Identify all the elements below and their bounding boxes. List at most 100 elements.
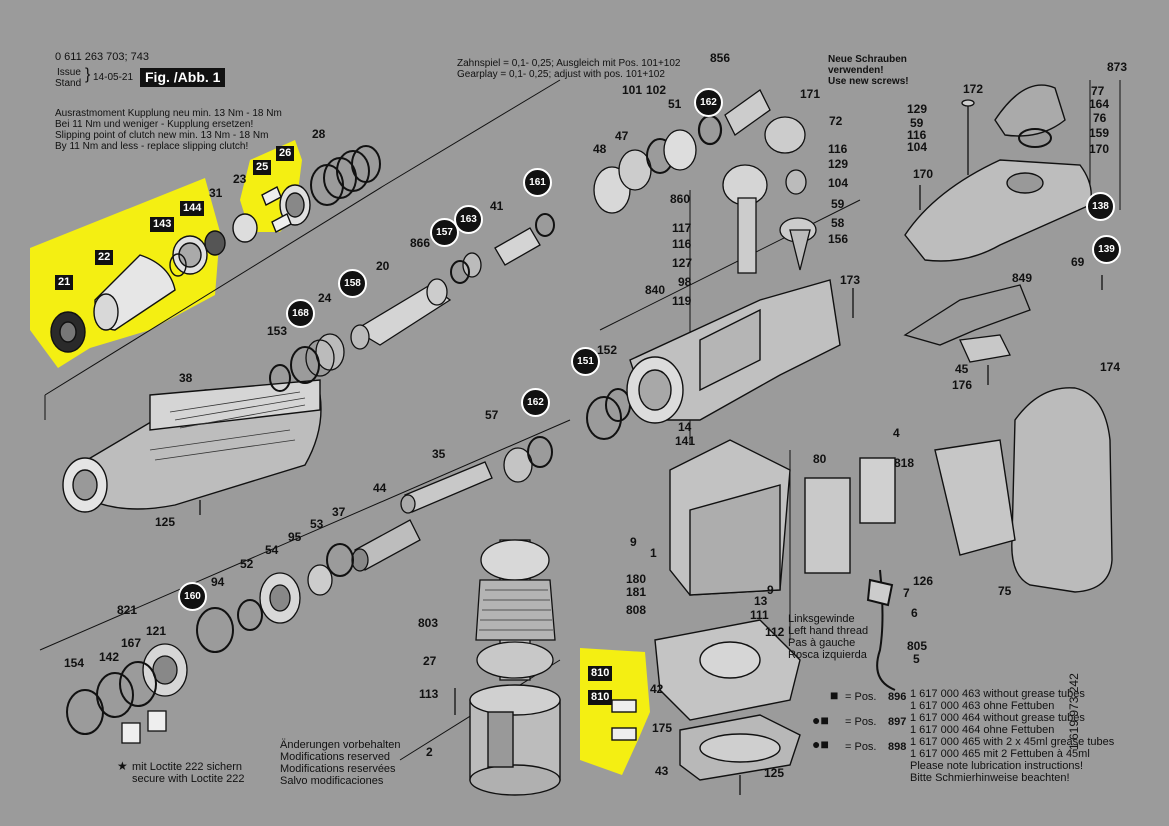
part-number: 849 <box>1012 271 1033 285</box>
part-callout-circle: 162 <box>521 388 550 417</box>
part-callout-square: 21 <box>55 275 74 290</box>
part-number: 119 <box>672 294 692 308</box>
clutch-note-line: By 11 Nm and less - replace slipping clu… <box>55 141 249 152</box>
part-number: 24 <box>318 291 332 305</box>
part-number: 104 <box>907 140 928 154</box>
new-screws-note: Neue Schrauben <box>828 54 907 65</box>
part-number: 156 <box>828 232 849 246</box>
part-number: 5 <box>913 652 920 666</box>
part-number: 37 <box>332 505 346 519</box>
part-number: 27 <box>423 654 437 668</box>
part-number: 23 <box>233 172 247 186</box>
part-number: 818 <box>894 456 915 470</box>
stand-label: Stand <box>55 78 82 89</box>
part-number: 840 <box>645 283 666 297</box>
part-number: 125 <box>764 766 785 780</box>
part-number: 856 <box>710 51 731 65</box>
legend-pos: 896 <box>888 691 907 703</box>
part-number: 20 <box>376 259 390 273</box>
part-number: 808 <box>626 603 647 617</box>
part-number: 102 <box>646 83 667 97</box>
issue-label: Issue <box>57 67 81 78</box>
new-screws-note: verwenden! <box>828 65 884 76</box>
part-number: 175 <box>652 721 673 735</box>
part-number: 31 <box>209 186 223 200</box>
part-number: 43 <box>655 764 669 778</box>
part-number: 52 <box>240 557 254 571</box>
part-number: 129 <box>907 102 928 116</box>
legend-pos-label: = Pos. <box>845 716 877 728</box>
thread-note: Pas à gauche <box>788 637 856 649</box>
part-number: 1 <box>650 546 657 560</box>
part-number: 9 <box>767 583 774 597</box>
part-number: 104 <box>828 176 849 190</box>
part-number: 44 <box>373 481 387 495</box>
part-number: 129 <box>828 157 849 171</box>
part-number: 59 <box>910 116 924 130</box>
part-number: 6 <box>911 606 918 620</box>
part-number: 59 <box>831 197 845 211</box>
part-number: 35 <box>432 447 446 461</box>
part-number: 14 <box>678 420 692 434</box>
part-number: 47 <box>615 129 629 143</box>
part-number: 164 <box>1089 97 1110 111</box>
part-number: 57 <box>485 408 499 422</box>
part-number: 153 <box>267 324 288 338</box>
legend-pos-label: = Pos. <box>845 741 877 753</box>
part-number: 9 <box>630 535 637 549</box>
part-number: 171 <box>800 87 821 101</box>
issue-date: 14-05-21 <box>93 72 134 83</box>
part-number: 173 <box>840 273 861 287</box>
part-number: 159 <box>1089 126 1110 140</box>
legend-line: Please note lubrication instructions! <box>910 760 1084 772</box>
part-number: 112 <box>765 625 785 639</box>
legend-pos-label: = Pos. <box>845 691 877 703</box>
part-number: 116 <box>672 237 692 251</box>
part-number: 172 <box>963 82 984 96</box>
changes-note: Modifications reservées <box>280 763 396 775</box>
part-number: 76 <box>1093 111 1107 125</box>
part-callout-circle: 151 <box>571 347 600 376</box>
part-number: 75 <box>998 584 1012 598</box>
part-number: 101 <box>622 83 643 97</box>
gearplay-note-de: Zahnspiel = 0,1- 0,25; Ausgleich mit Pos… <box>457 58 681 69</box>
part-number: 176 <box>952 378 973 392</box>
part-number: 42 <box>650 682 664 696</box>
part-number: 170 <box>1089 142 1110 156</box>
part-number: 54 <box>265 543 279 557</box>
part-callout-square: 143 <box>150 217 175 232</box>
part-number: 117 <box>672 221 692 235</box>
part-number: 141 <box>675 434 696 448</box>
part-number: 805 <box>907 639 928 653</box>
part-number: 121 <box>146 624 167 638</box>
part-number: 51 <box>668 97 682 111</box>
legend-symbol-circle-square: ●■ <box>812 712 829 728</box>
part-number: 38 <box>179 371 193 385</box>
part-number: 111 <box>750 608 769 622</box>
part-callout-circle: 168 <box>286 299 315 328</box>
legend-line: 1 617 000 464 without grease tubes <box>910 712 1085 724</box>
new-screws-note: Use new screws! <box>828 76 909 87</box>
changes-note: Änderungen vorbehalten <box>280 739 401 751</box>
part-number: 41 <box>490 199 504 213</box>
part-number: 4 <box>893 426 900 440</box>
loctite-note: secure with Loctite 222 <box>132 773 245 785</box>
part-number: 174 <box>1100 360 1121 374</box>
changes-note: Modifications reserved <box>280 751 391 763</box>
part-number: 142 <box>99 650 120 664</box>
clutch-note-line: Bei 11 Nm und weniger - Kupplung ersetze… <box>55 119 254 130</box>
part-number: 72 <box>829 114 843 128</box>
part-number: 866 <box>410 236 431 250</box>
loctite-note: mit Loctite 222 sichern <box>132 761 243 773</box>
part-number: 154 <box>64 656 85 670</box>
part-number: 821 <box>117 603 138 617</box>
part-number: 125 <box>155 515 176 529</box>
part-number: 13 <box>754 594 768 608</box>
star-icon: ★ <box>117 759 128 773</box>
doc-number: 0 611 263 703; 743 <box>55 51 149 63</box>
part-callout-circle: 160 <box>178 582 207 611</box>
legend-line: Bitte Schmierhinweise beachten! <box>910 772 1070 784</box>
part-callout-square: 26 <box>276 146 295 161</box>
thread-note: Left hand thread <box>788 625 869 637</box>
